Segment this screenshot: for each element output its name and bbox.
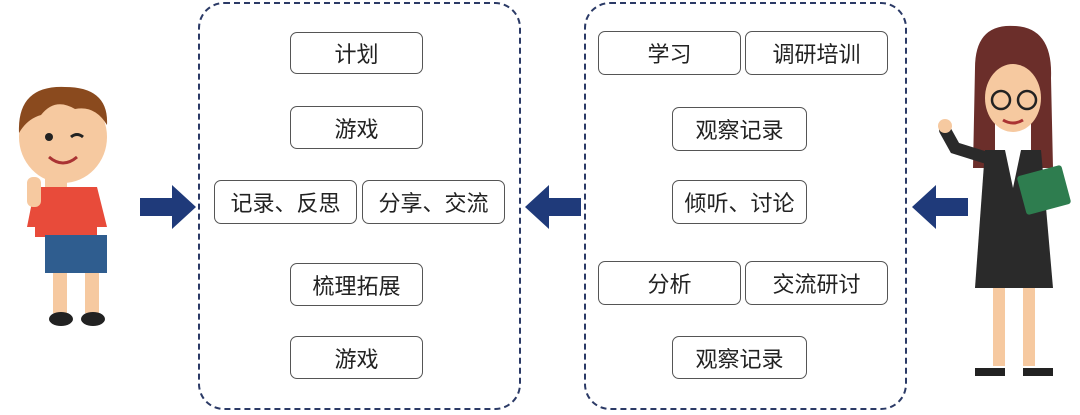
teacher-activity-panel	[584, 2, 907, 410]
arrow-right-icon	[140, 185, 196, 229]
child-activity-panel	[198, 2, 521, 410]
teacher-illustration	[938, 25, 1071, 376]
step-research-training: 调研培训	[745, 31, 888, 75]
step-listen-discuss: 倾听、讨论	[672, 180, 807, 224]
step-study: 学习	[598, 31, 741, 75]
arrow-left-icon	[525, 185, 581, 229]
step-observe-record-again: 观察记录	[672, 336, 807, 379]
step-exchange-research: 交流研讨	[745, 261, 888, 305]
step-organize-extend: 梳理拓展	[290, 263, 423, 306]
arrow-left-icon	[912, 185, 968, 229]
step-play-again: 游戏	[290, 336, 423, 379]
step-plan: 计划	[290, 32, 423, 74]
step-record-reflect: 记录、反思	[214, 180, 357, 224]
step-observe-record: 观察记录	[672, 107, 807, 151]
step-analyze: 分析	[598, 261, 741, 305]
step-play: 游戏	[290, 106, 423, 149]
step-share-exchange: 分享、交流	[362, 180, 505, 224]
child-illustration	[18, 86, 108, 326]
